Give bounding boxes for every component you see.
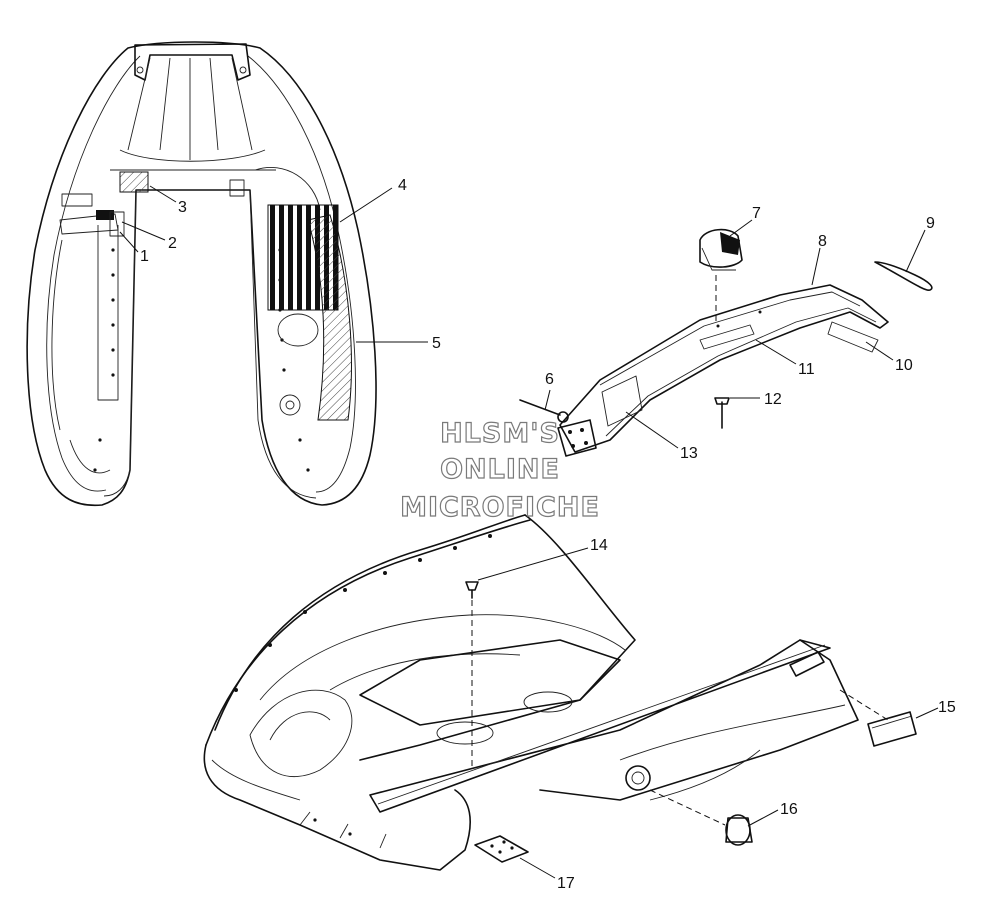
callout-11: 11 [798,361,815,378]
watermark: HLSM'S ONLINE MICROFICHE [399,417,600,523]
leader-lines [119,185,939,879]
callout-4: 4 [398,177,407,194]
clip-part [699,228,743,271]
callout-13: 13 [680,445,698,462]
callout-8: 8 [818,233,827,250]
plug-part [725,814,753,846]
watermark-line-3: MICROFICHE [400,492,600,523]
callout-16: 16 [780,801,798,818]
callout-17: 17 [557,875,575,892]
watermark-line-2: ONLINE [440,454,560,485]
hood-assembly [26,41,377,507]
callout-12: 12 [764,391,782,408]
callout-14: 14 [590,537,608,554]
fastener-part [465,581,479,599]
callout-1: 1 [140,248,149,265]
callout-7: 7 [752,205,761,222]
wire-part [874,261,933,291]
pad-part [474,835,529,863]
callout-labels: 1 2 3 4 5 6 7 8 9 10 11 12 13 14 15 16 1… [140,177,956,892]
callout-6: 6 [545,371,554,388]
plate-part-15 [867,711,917,747]
callout-15: 15 [938,699,956,716]
callout-9: 9 [926,215,935,232]
hull-assembly [203,514,859,871]
callout-5: 5 [432,335,441,352]
screw-part [519,399,569,423]
rivet-part [714,397,730,429]
callout-10: 10 [895,357,913,374]
liner-panel [557,284,889,457]
watermark-line-1: HLSM'S [440,418,560,449]
callout-3: 3 [178,199,187,216]
callout-2: 2 [168,235,177,252]
